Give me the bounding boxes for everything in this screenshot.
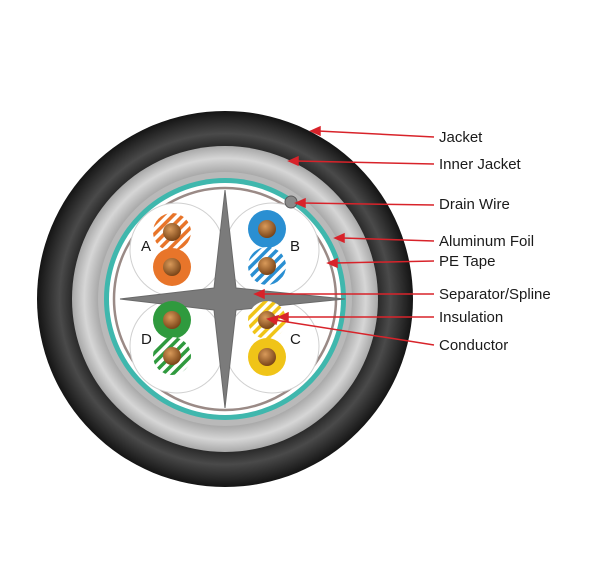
drain-wire-leader [301,202,435,206]
inner-jacket-leader-arrowhead [287,155,299,167]
pair-a-solid-conductor [163,258,181,276]
pair-c-striped-conductor [258,311,276,329]
conductor-leader [274,319,435,346]
pair-a-striped-conductor [163,223,181,241]
pair-d-solid-conductor [163,311,181,329]
inner-jacket-leader [295,160,435,165]
pair-b-label: B [290,238,300,255]
conductor-leader-arrowhead [266,314,280,326]
pair-b-striped-conductor [258,257,276,275]
pair-d [153,301,191,375]
pair-b [248,210,286,285]
insulation-leader-arrowhead [277,311,289,323]
pair-d-striped-conductor [163,347,181,365]
pair-b-solid-conductor [258,220,276,238]
pair-c-solid-conductor [258,348,276,366]
separator-spline [119,189,346,409]
aluminum-foil-leader [341,237,435,242]
insulation-callout: Insulation [439,309,503,326]
aluminum-foil-leader-arrowhead [333,232,345,244]
jacket-leader-arrowhead [309,125,321,137]
drain-wire-callout: Drain Wire [439,196,510,213]
drain-wire [284,195,298,209]
pair-c-label: C [290,331,301,348]
separator-spline-leader-arrowhead [253,288,265,300]
pe-tape-callout: PE Tape [439,253,495,270]
pe-tape-leader-arrowhead [326,257,338,269]
pair-a [153,213,191,286]
pair-a-label: A [141,238,151,255]
drain-wire-leader-arrowhead [294,197,306,209]
jacket-leader [317,130,435,138]
inner-jacket-callout: Inner Jacket [439,156,522,173]
pair-c [248,301,286,376]
leader-lines [253,125,435,346]
aluminum-foil-callout: Aluminum Foil [439,233,534,250]
jacket-callout: Jacket [439,129,483,146]
pair-d-label: D [141,331,152,348]
pe-tape-leader [334,260,435,264]
separator-spline-callout: Separator/Spline [439,286,551,303]
conductor-callout: Conductor [439,337,508,354]
